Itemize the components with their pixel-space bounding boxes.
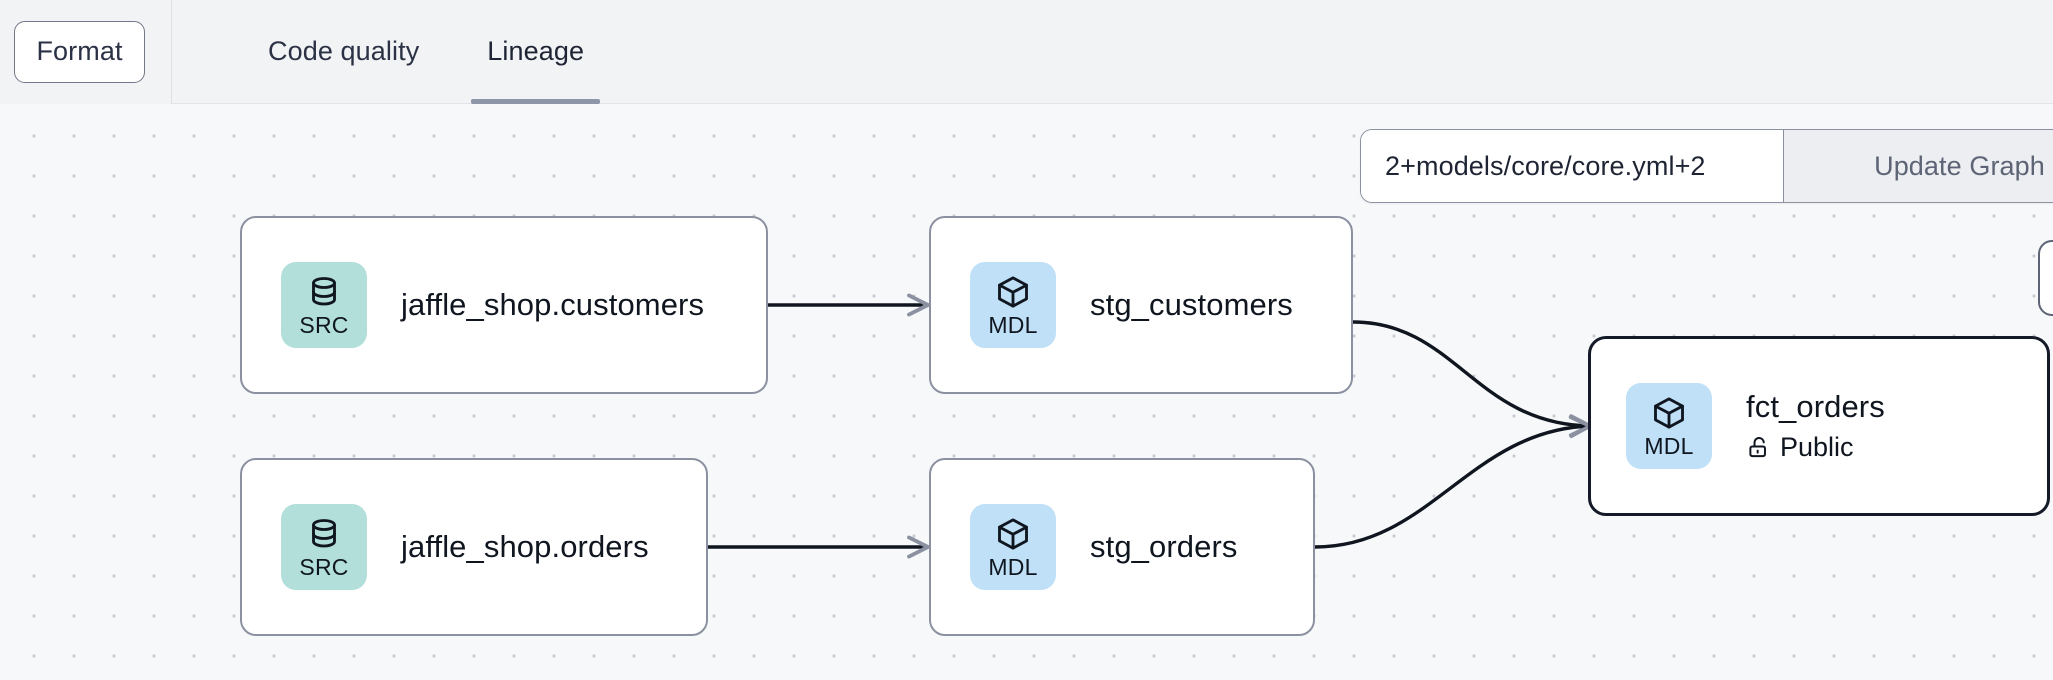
- database-icon: [312, 518, 336, 547]
- node-badge-mdl: MDL: [970, 262, 1056, 348]
- toolbar-left-section: Format: [0, 0, 172, 104]
- tab-lineage-label: Lineage: [487, 36, 585, 66]
- edge-stg-orders-to-fct-orders: [1314, 415, 1592, 549]
- node-title: stg_customers: [1090, 287, 1293, 323]
- graph-selector-input[interactable]: [1361, 130, 1783, 202]
- cube-icon: [998, 275, 1028, 308]
- lineage-node-fct-orders[interactable]: MDL fct_orders Public: [1588, 336, 2050, 516]
- node-title: jaffle_shop.orders: [401, 529, 649, 565]
- node-badge-label: MDL: [988, 311, 1038, 338]
- graph-selector-control: Update Graph: [1360, 129, 2053, 203]
- node-badge-label: SRC: [299, 553, 349, 580]
- unlock-icon: [1749, 436, 1766, 457]
- node-body: stg_customers: [1090, 287, 1293, 323]
- tab-lineage[interactable]: Lineage: [453, 0, 618, 104]
- node-body: fct_orders Public: [1746, 389, 1885, 463]
- format-button[interactable]: Format: [14, 20, 145, 83]
- database-icon: [312, 276, 336, 305]
- node-badge-label: SRC: [299, 311, 349, 338]
- graph-overflow-control[interactable]: [2038, 240, 2053, 316]
- editor-toolbar: Format Code quality Lineage: [0, 0, 2053, 104]
- lineage-node-stg-orders[interactable]: MDL stg_orders: [929, 458, 1315, 636]
- cube-icon: [1654, 396, 1684, 429]
- node-badge-src: SRC: [281, 504, 367, 590]
- node-body: jaffle_shop.customers: [401, 287, 704, 323]
- lineage-node-jaffle-shop-customers[interactable]: SRC jaffle_shop.customers: [240, 216, 768, 394]
- node-badge-mdl: MDL: [970, 504, 1056, 590]
- node-body: stg_orders: [1090, 529, 1237, 565]
- lineage-graph-canvas[interactable]: SRC jaffle_shop.customers SRC jaffle_sho…: [0, 104, 2053, 680]
- node-title: stg_orders: [1090, 529, 1238, 565]
- node-badge-label: MDL: [988, 553, 1038, 580]
- lineage-node-stg-customers[interactable]: MDL stg_customers: [929, 216, 1353, 394]
- node-visibility-label: Public: [1780, 431, 1854, 462]
- node-visibility: Public: [1746, 432, 1885, 463]
- cube-icon: [998, 517, 1028, 550]
- node-badge-src: SRC: [281, 262, 367, 348]
- tab-active-underline: [471, 98, 601, 104]
- update-graph-button[interactable]: Update Graph: [1783, 130, 2053, 202]
- node-title: jaffle_shop.customers: [401, 287, 705, 323]
- node-badge-mdl: MDL: [1626, 383, 1712, 469]
- node-badge-label: MDL: [1644, 432, 1694, 459]
- node-body: jaffle_shop.orders: [401, 529, 649, 565]
- tab-bar: Code quality Lineage: [172, 0, 618, 104]
- lineage-node-jaffle-shop-orders[interactable]: SRC jaffle_shop.orders: [240, 458, 708, 636]
- tab-code-quality-label: Code quality: [268, 36, 420, 66]
- node-title: fct_orders: [1746, 389, 1885, 425]
- tab-code-quality[interactable]: Code quality: [234, 0, 453, 104]
- edge-stg-customers-to-fct-orders: [1352, 320, 1592, 438]
